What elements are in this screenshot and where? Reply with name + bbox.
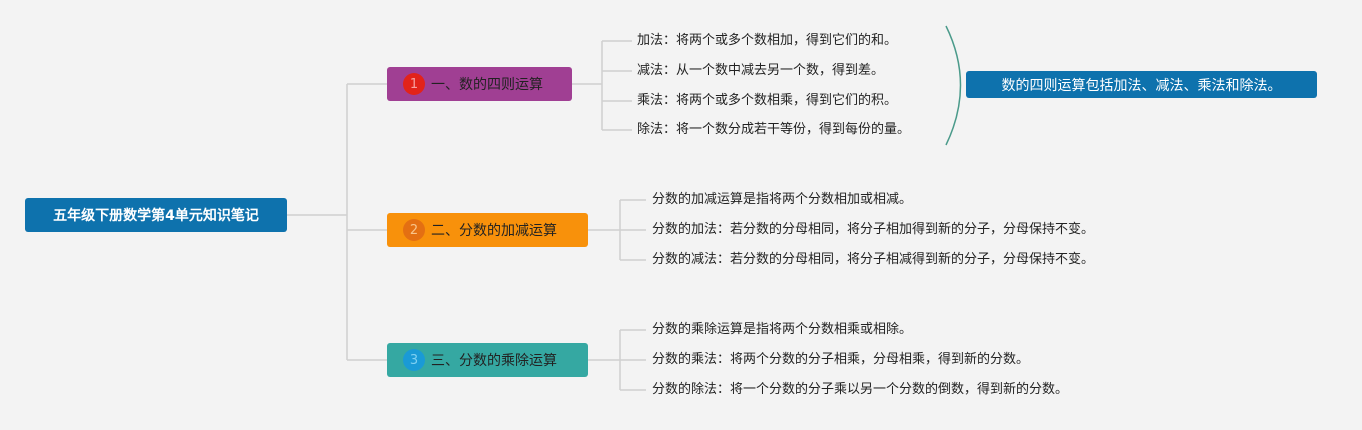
leaf-topic-addition[interactable]: 加法：将两个或多个数相加，得到它们的和。	[637, 33, 898, 48]
branch3-leaf-connector	[588, 329, 646, 391]
branch1-leaf-connector	[572, 40, 632, 131]
number-badge-icon: 3	[403, 349, 425, 371]
branch-topic-3[interactable]: 3 三、分数的乘除运算	[387, 343, 588, 377]
leaf-topic-subtraction[interactable]: 减法：从一个数中减去另一个数，得到差。	[637, 63, 885, 78]
leaf-topic-fraction-mul-div[interactable]: 分数的乘除运算是指将两个分数相乘或相除。	[652, 322, 913, 337]
branch2-leaf-connector	[588, 199, 646, 261]
leaf-topic-fraction-add-sub[interactable]: 分数的加减运算是指将两个分数相加或相减。	[652, 192, 913, 207]
leaf-topic-fraction-multiplication[interactable]: 分数的乘法：将两个分数的分子相乘，分母相乘，得到新的分数。	[652, 352, 1030, 367]
root-topic-label: 五年级下册数学第4单元知识笔记	[53, 208, 259, 224]
branch-topic-1[interactable]: 1 一、数的四则运算	[387, 67, 572, 101]
summary-brace	[945, 25, 962, 146]
branch-topic-label: 二、分数的加减运算	[431, 223, 557, 239]
leaf-topic-fraction-addition[interactable]: 分数的加法：若分数的分母相同，将分子相加得到新的分子，分母保持不变。	[652, 222, 1095, 237]
leaf-topic-fraction-division[interactable]: 分数的除法：将一个分数的分子乘以另一个分数的倒数，得到新的分数。	[652, 382, 1069, 397]
summary-label: 数的四则运算包括加法、减法、乘法和除法。	[1001, 77, 1282, 94]
root-topic[interactable]: 五年级下册数学第4单元知识笔记	[25, 198, 287, 232]
leaf-topic-fraction-subtraction[interactable]: 分数的减法：若分数的分母相同，将分子相减得到新的分子，分母保持不变。	[652, 252, 1095, 267]
leaf-topic-multiplication[interactable]: 乘法：将两个或多个数相乘，得到它们的积。	[637, 93, 898, 108]
branch-topic-2[interactable]: 2 二、分数的加减运算	[387, 213, 588, 247]
leaf-topic-division[interactable]: 除法：将一个数分成若干等份，得到每份的量。	[637, 122, 911, 137]
number-badge-icon: 2	[403, 219, 425, 241]
branch-topic-label: 一、数的四则运算	[431, 77, 543, 93]
branch-topic-label: 三、分数的乘除运算	[431, 353, 557, 369]
summary-topic[interactable]: 数的四则运算包括加法、减法、乘法和除法。	[966, 71, 1317, 98]
number-badge-icon: 1	[403, 73, 425, 95]
